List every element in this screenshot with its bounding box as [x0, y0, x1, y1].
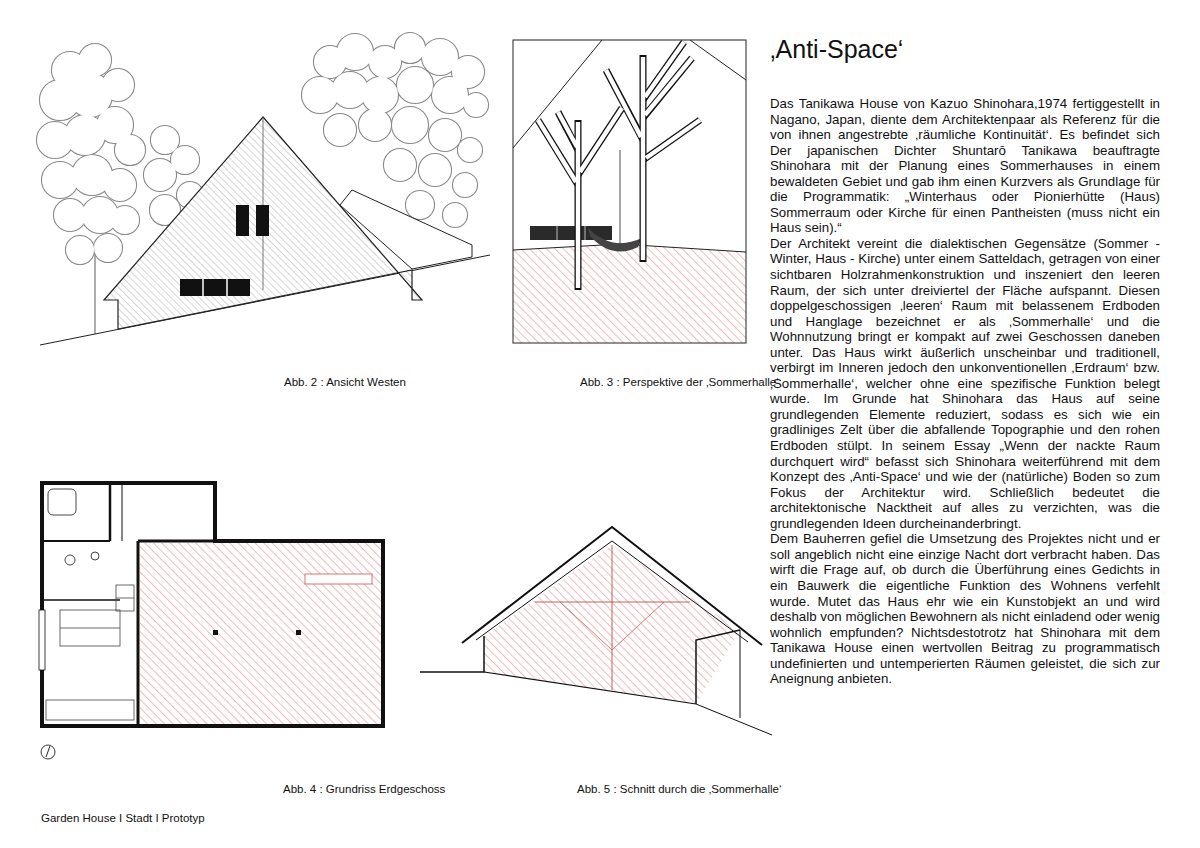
drawing-line — [104, 117, 422, 329]
drawing-line — [109, 483, 112, 541]
drawing-line — [60, 628, 120, 629]
drawing-line — [48, 489, 76, 515]
page-title: ‚Anti-Space‘ — [770, 34, 903, 64]
drawing-line — [606, 70, 641, 137]
drawing-line — [513, 40, 746, 343]
drawing-line — [513, 40, 602, 148]
drawing-line — [513, 40, 746, 343]
drawing-line — [585, 226, 586, 240]
drawing-line — [226, 279, 228, 296]
drawing-line — [65, 555, 75, 565]
drawing-line — [137, 541, 140, 726]
drawing-line — [606, 70, 643, 140]
drawing-line — [538, 42, 700, 288]
drawing-line — [580, 108, 622, 172]
figure-caption: Abb. 4 : Grundriss Erdgeschoss — [283, 782, 445, 796]
text-column: Das Tanikawa House von Kazuo Shinohara,1… — [770, 96, 1160, 687]
drawing-line — [696, 704, 772, 735]
drawing-line — [641, 57, 645, 260]
drawing-line — [588, 228, 642, 252]
drawing-line — [645, 42, 684, 97]
figure-caption: Abb. 5 : Schnitt durch die ‚Sommerhalle‘ — [577, 782, 782, 796]
drawing-line — [484, 672, 696, 704]
drawing-line — [690, 40, 746, 80]
drawing-line — [213, 630, 218, 635]
body-paragraph: Der Architekt vereint die dialektischen … — [770, 236, 1160, 531]
drawing-line — [116, 585, 134, 611]
drawing-line — [612, 602, 664, 650]
drawing-line — [140, 543, 381, 724]
drawing-line — [558, 112, 578, 150]
drawing-line — [41, 745, 55, 759]
body-paragraph: Dem Bauherren gefiel die Umsetzung des P… — [770, 531, 1160, 686]
drawing-line — [612, 545, 613, 690]
drawing-line — [202, 279, 204, 296]
drawing-line — [305, 574, 372, 584]
drawing-line — [420, 636, 484, 672]
drawing-line — [104, 117, 422, 329]
body-paragraph: Das Tanikawa House von Kazuo Shinohara,1… — [770, 96, 1160, 236]
drawing-line — [46, 746, 50, 757]
drawing-line — [42, 483, 383, 726]
drawing-line — [116, 598, 134, 599]
drawing-line — [578, 108, 622, 175]
drawing-line — [513, 244, 746, 343]
drawing-line — [740, 630, 741, 718]
drawing-line — [46, 700, 134, 720]
drawing-line — [256, 205, 269, 236]
drawing-line — [538, 120, 578, 185]
drawing-line — [560, 602, 612, 650]
drawing-line — [60, 610, 120, 646]
drawing-line — [646, 120, 700, 158]
figure-caption: Abb. 3 : Perspektive der ‚Sommerhalle‘ — [580, 375, 779, 389]
drawing-line — [538, 120, 576, 182]
drawing-line — [42, 540, 110, 542]
drawing-line — [138, 540, 215, 543]
drawing-line — [484, 545, 740, 704]
drawing-line — [643, 120, 700, 160]
drawing-line — [39, 610, 45, 670]
ground-floor-plan — [39, 483, 383, 759]
drawing-line — [296, 630, 301, 635]
west-elevation — [37, 33, 490, 345]
hall-section — [420, 527, 772, 735]
drawing-line — [620, 150, 621, 244]
drawing-line — [122, 483, 123, 541]
drawing-line — [538, 42, 700, 290]
drawing-line — [263, 117, 264, 290]
hall-perspective — [513, 40, 746, 343]
drawing-line — [557, 226, 558, 240]
figure-caption: Abb. 2 : Ansicht Westen — [284, 375, 406, 389]
drawing-line — [558, 112, 577, 147]
drawing-line — [236, 205, 249, 236]
drawing-line — [42, 599, 120, 601]
drawing-line — [180, 279, 250, 296]
drawing-line — [94, 250, 95, 334]
drawing-line — [91, 552, 99, 560]
drawing-line — [696, 630, 740, 704]
footer-note: Garden House I Stadt I Prototyp — [41, 811, 205, 825]
